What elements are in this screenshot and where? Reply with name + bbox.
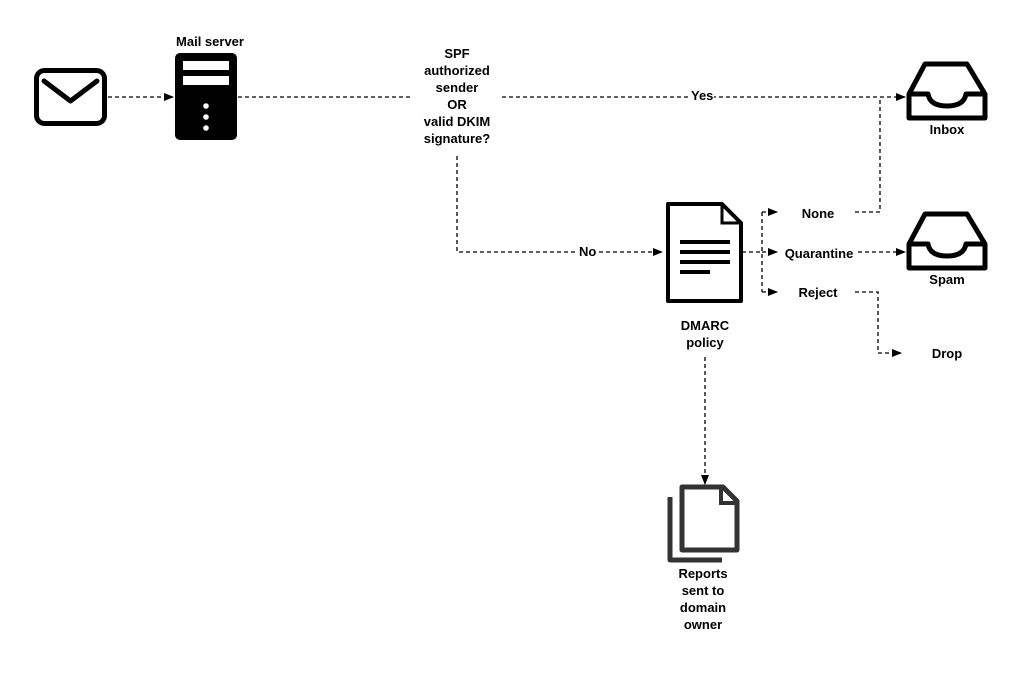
edge-label-quarantine: Quarantine bbox=[780, 245, 858, 262]
edge-label-reject: Reject bbox=[798, 285, 838, 300]
spam-label: Spam bbox=[929, 272, 965, 287]
mail-server-label: Mail server bbox=[176, 34, 244, 49]
inbox-label: Inbox bbox=[929, 122, 965, 137]
edge-label-none: None bbox=[801, 206, 835, 221]
dmarc-line-1: DMARC bbox=[680, 318, 730, 333]
check-line-6: signature? bbox=[423, 131, 491, 146]
reports-line-2: sent to bbox=[681, 583, 725, 598]
inbox-tray-icon bbox=[906, 61, 988, 121]
dmarc-policy-label: DMARC policy bbox=[655, 317, 755, 351]
server-icon bbox=[175, 53, 237, 140]
check-line-4: OR bbox=[447, 97, 467, 112]
check-line-3: sender bbox=[435, 80, 479, 95]
spf-dkim-check-label: SPF authorized sender OR valid DKIM sign… bbox=[407, 45, 507, 147]
reports-line-3: domain bbox=[679, 600, 727, 615]
edge-no bbox=[456, 156, 663, 256]
edge-label-no: No bbox=[578, 243, 598, 260]
check-line-2: authorized bbox=[424, 63, 490, 78]
edge-reject-to-drop bbox=[855, 291, 902, 357]
document-icon bbox=[666, 202, 743, 303]
reports-line-1: Reports bbox=[678, 566, 728, 581]
drop-label: Drop bbox=[931, 346, 963, 361]
edge-none-to-inbox bbox=[855, 98, 881, 213]
envelope-icon bbox=[34, 68, 107, 126]
dmarc-line-2: policy bbox=[686, 335, 724, 350]
reports-label: Reports sent to domain owner bbox=[653, 565, 753, 633]
reports-line-4: owner bbox=[683, 617, 723, 632]
edge-dmarc-branch bbox=[742, 212, 763, 292]
check-line-5: valid DKIM bbox=[423, 114, 491, 129]
spam-tray-icon bbox=[906, 211, 988, 271]
edge-label-yes: Yes bbox=[690, 87, 715, 104]
copy-documents-icon bbox=[667, 484, 740, 563]
check-line-1: SPF bbox=[444, 46, 470, 61]
